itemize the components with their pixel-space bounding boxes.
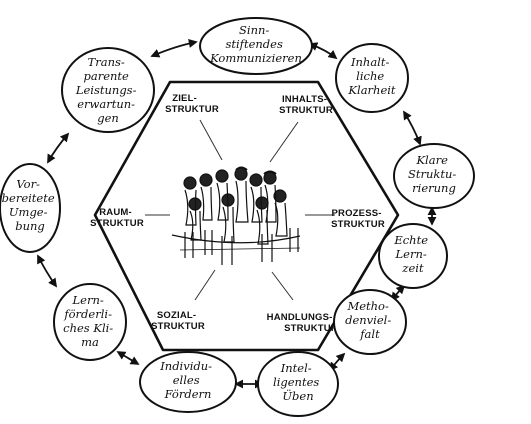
- connector-arrow: [403, 110, 422, 146]
- feature-vorbereitete-umgebung: Vor- bereitete Umge- bung: [0, 163, 61, 253]
- structure-label-sozial: SOZIAL- STRUKTUR: [151, 310, 205, 332]
- svg-text:Vor- bereitete: Vor- bereitete Umge- bung: [2, 177, 59, 233]
- feature-transparente-leistungserwartungen: Trans- parente Leistungs- erwartun- gen: [61, 47, 155, 133]
- hexagon-spokes: [145, 119, 335, 301]
- connector-arrow: [308, 42, 338, 60]
- structure-label-handlungs: HANDLUNGS- STRUKTUR: [267, 312, 338, 334]
- feature-intelligentes-ueben: Intel- ligentes Üben: [257, 351, 339, 417]
- svg-text:Klare Struktu-: Klare Struktu- rierung: [408, 153, 460, 195]
- connector-arrow: [47, 132, 70, 164]
- connector-arrow: [150, 39, 198, 58]
- svg-text:Individu- elles: Individu- elles Fördern: [159, 359, 215, 401]
- svg-text:Trans- parente: Trans- parente Leistungs- erwartun- gen: [75, 55, 140, 125]
- feature-methodenvielfalt: Metho- denviel- falt: [333, 289, 407, 355]
- feature-inhaltliche-klarheit: Inhalt- liche Klarheit: [335, 43, 409, 113]
- connector-arrow: [116, 351, 140, 365]
- feature-sinnstiftendes-kommunizieren: Sinn- stiftendes Kommunizieren: [199, 17, 313, 75]
- svg-text:Metho- denviel-: Metho- denviel- falt: [345, 299, 395, 341]
- svg-text:Lern- förderli-: Lern- förderli- ches Kli- ma: [63, 293, 117, 349]
- feature-individuelles-foerdern: Individu- elles Fördern: [139, 351, 237, 413]
- structure-label-raum: RAUM- STRUKTUR: [90, 207, 144, 229]
- feature-echte-lernzeit: Echte Lern- zeit: [378, 223, 448, 289]
- svg-text:Echte Lern- ze: Echte Lern- zeit: [393, 233, 431, 275]
- feature-klare-strukturierung: Klare Struktu- rierung: [393, 143, 475, 209]
- classroom-illustration: [171, 166, 301, 265]
- structure-label-ziel: ZIEL- STRUKTUR: [165, 93, 219, 115]
- structure-labels: ZIEL- STRUKTUR INHALTS- STRUKTUR RAUM- S…: [90, 93, 385, 334]
- structure-label-prozess: PROZESS- STRUKTUR: [331, 208, 385, 230]
- structure-label-inhalts: INHALTS- STRUKTUR: [279, 94, 333, 116]
- structure-hexagon: [93, 80, 400, 352]
- feature-lernfoerderliches-klima: Lern- förderli- ches Kli- ma: [53, 283, 127, 361]
- connector-arrow: [37, 254, 58, 288]
- feature-nodes: Sinn- stiftendes Kommunizieren Inhalt- l…: [0, 17, 475, 417]
- svg-text:Inhalt- liche: Inhalt- liche Klarheit: [347, 55, 396, 97]
- svg-text:Sinn- stiftendes: Sinn- stiftendes Kommunizieren: [209, 23, 302, 65]
- svg-text:Intel- ligentes: Intel- ligentes Üben: [273, 361, 323, 403]
